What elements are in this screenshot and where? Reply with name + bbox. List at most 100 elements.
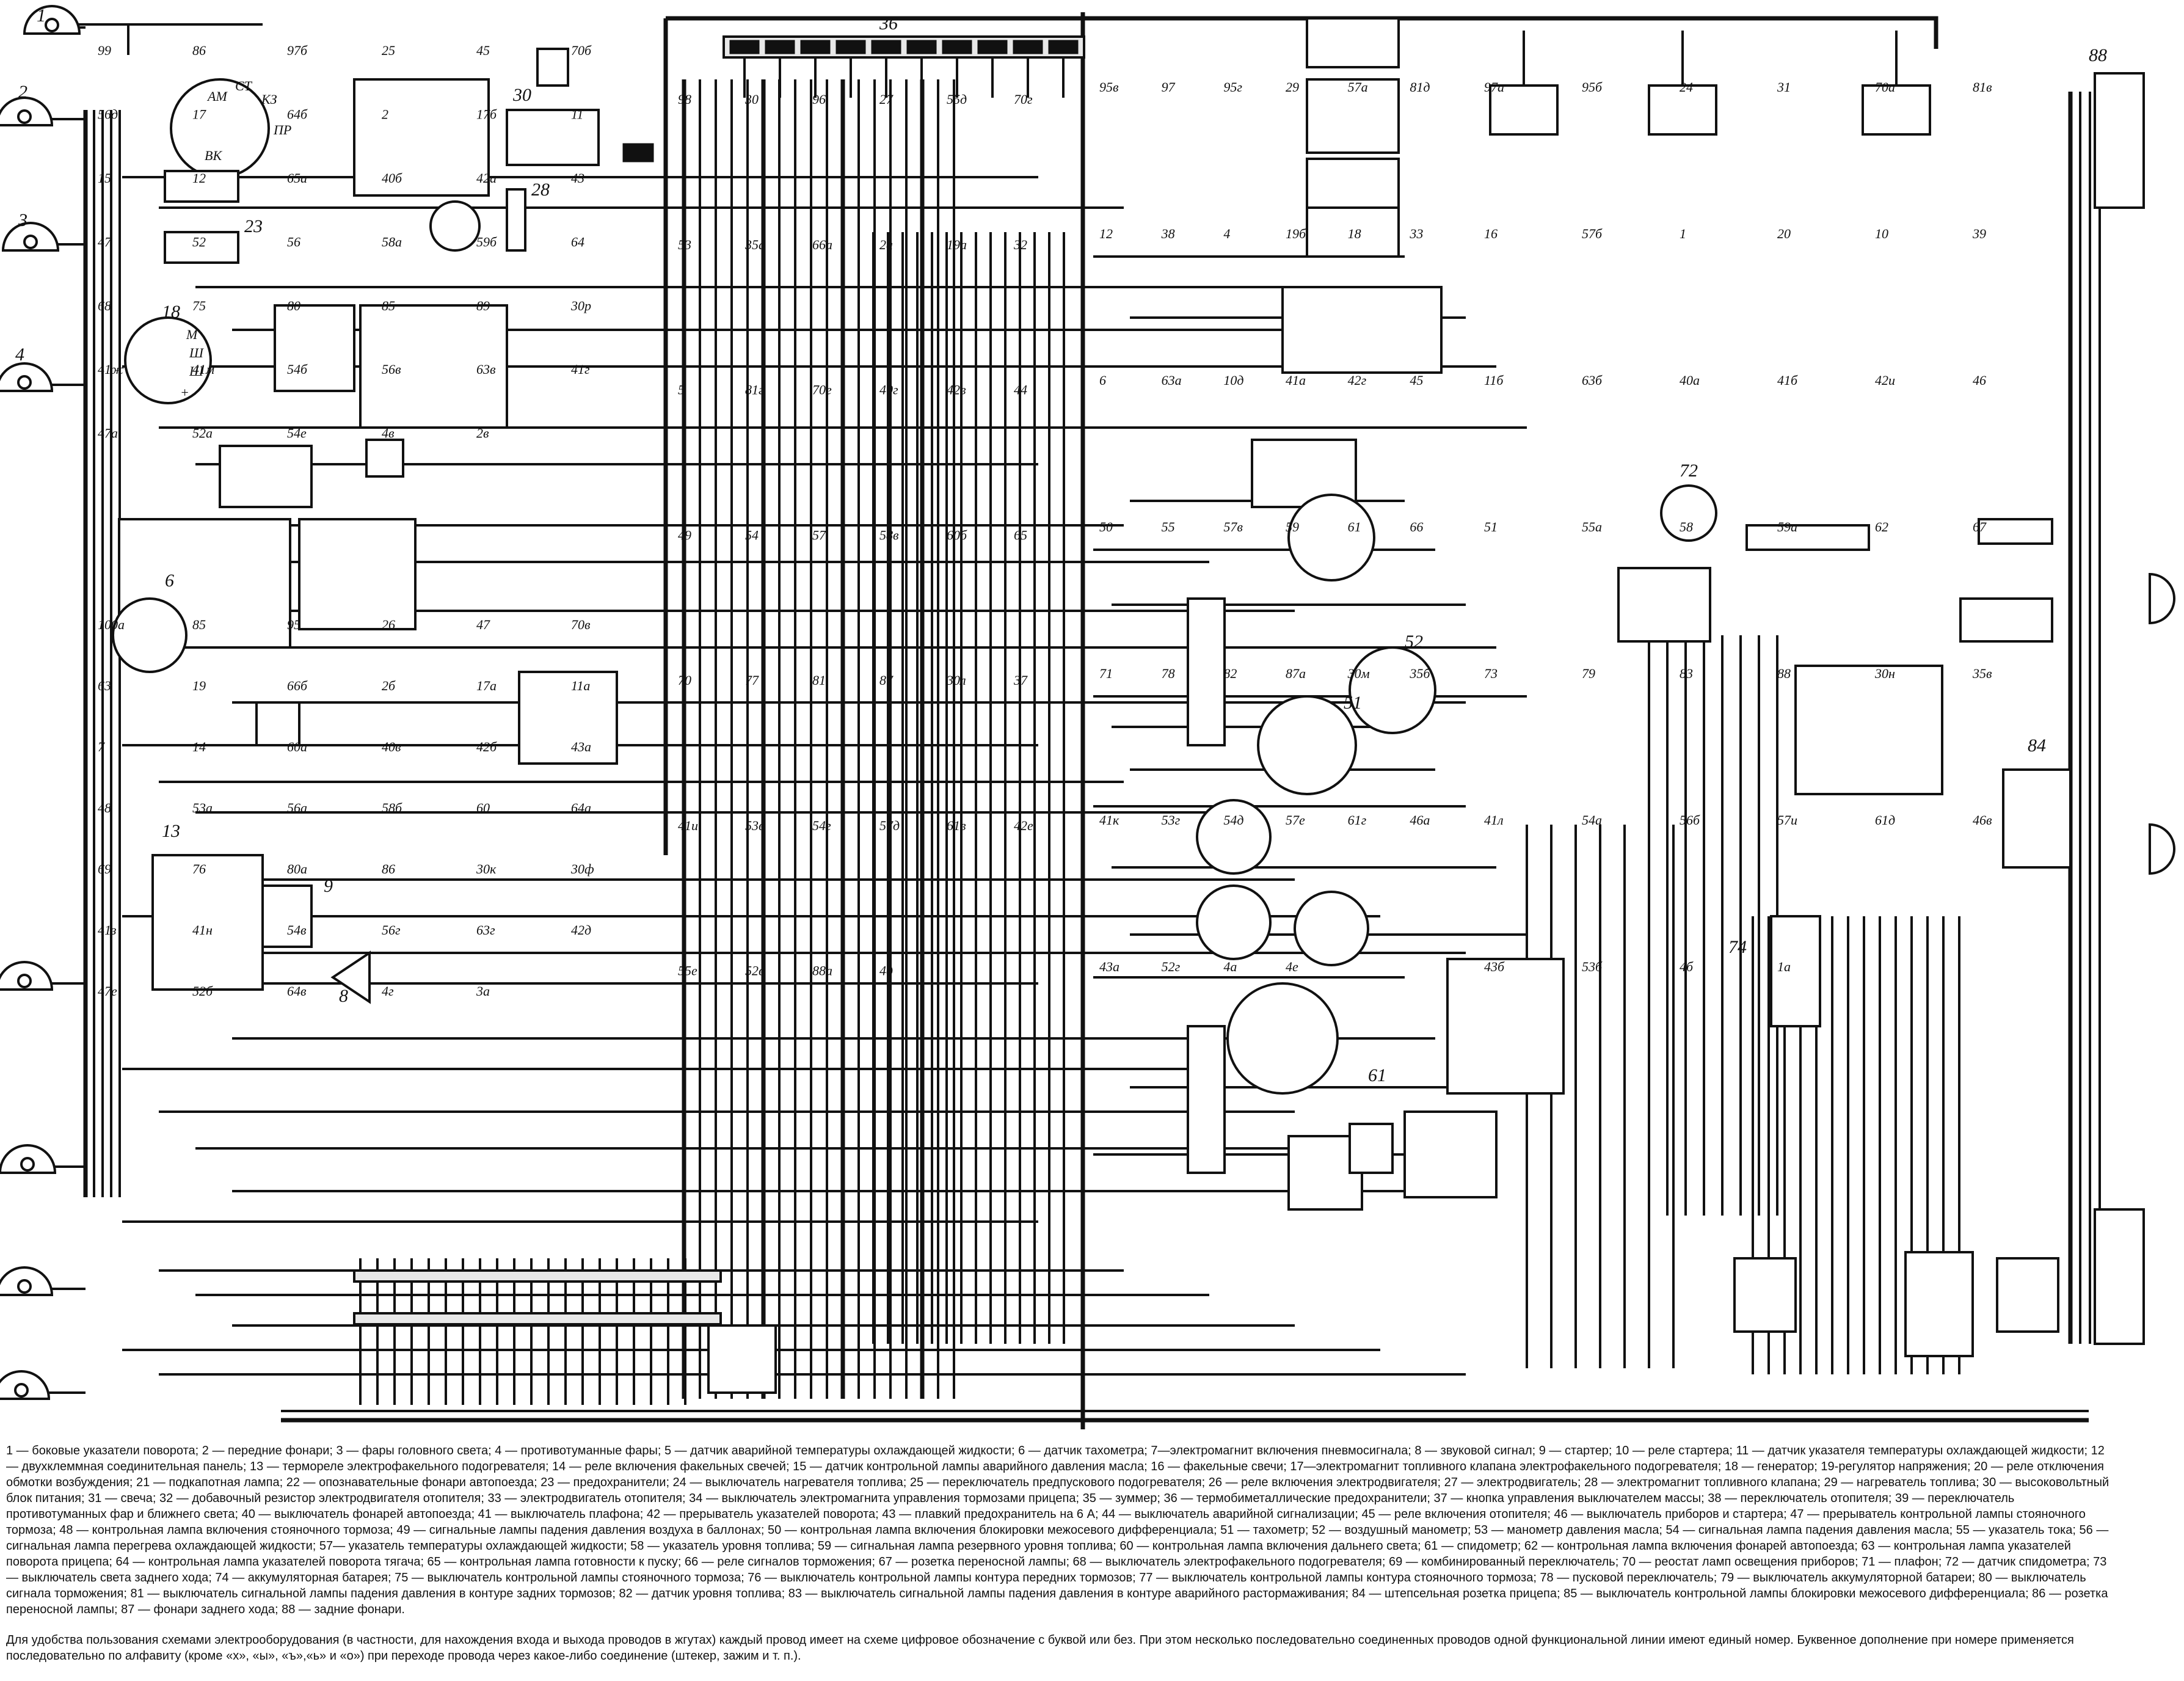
wire-label: 2б: [382, 678, 396, 693]
terminal-label: ПР: [273, 122, 291, 137]
legend-line: тормоза; 48 — контрольная лампа включени…: [6, 1523, 2109, 1537]
wire-label: 47: [476, 617, 490, 632]
wire-label: 19б: [1286, 226, 1306, 241]
wire-label: 53г: [1162, 812, 1181, 828]
wire-label: 4д: [879, 963, 893, 979]
wire-label: 98: [678, 92, 691, 107]
wire-label: 30к: [476, 861, 497, 877]
wire-label: 47а: [98, 426, 118, 441]
wire-label: 61: [1348, 519, 1361, 534]
wire-label: 47е: [98, 983, 117, 999]
wire-label: 63а: [1162, 373, 1182, 388]
note: Для удобства пользования схемами электро…: [6, 1632, 2178, 1664]
wire-label: 97а: [1484, 79, 1504, 95]
wire-label: 81: [812, 673, 826, 688]
terminal-label: СТ: [235, 78, 253, 93]
wire-label: 86: [382, 861, 395, 877]
terminal-label: Ш: [189, 345, 204, 360]
rear-lamp: [2094, 72, 2145, 209]
component-number: 6: [165, 571, 174, 591]
lamp-bulb: [45, 18, 59, 32]
wire-label: 62: [1875, 519, 1888, 534]
wire-label: 4а: [1223, 959, 1237, 974]
wire-label: 43а: [1099, 959, 1119, 974]
component-number: 8: [339, 986, 348, 1006]
wire-label: 96: [812, 92, 826, 107]
wire-label: 49: [678, 527, 691, 542]
fuse-block: [164, 231, 239, 264]
combined-switch: [1446, 958, 1565, 1095]
wire-label: 95г: [1223, 79, 1242, 95]
lamp-bulb: [14, 1383, 29, 1398]
wire-label: 71: [1099, 666, 1113, 681]
fuse: [800, 40, 831, 54]
wire-label: 52в: [745, 963, 765, 979]
wire-label: 44: [1014, 382, 1027, 398]
wire-label: 51: [1484, 519, 1498, 534]
wire-label: 42д: [571, 922, 591, 938]
lamp-bulb: [23, 235, 38, 249]
wire-label: 58: [1680, 519, 1693, 534]
wire-label: 18: [1348, 226, 1361, 241]
legend-line: блок питания; 31 — свеча; 32 — добавочны…: [6, 1492, 2015, 1505]
wire-label: 57и: [1777, 812, 1797, 828]
wire-label: 66а: [812, 237, 832, 252]
wire-label: 56г: [382, 922, 401, 938]
wire-label: 43б: [1484, 959, 1505, 974]
wire-label: 2а: [879, 237, 893, 252]
terminal-label: АМ: [206, 89, 228, 104]
wire-label: 83: [1680, 666, 1693, 681]
wire-label: 85: [192, 617, 206, 632]
component-number: 13: [162, 821, 180, 841]
wire-label: 89: [476, 298, 490, 313]
wire-label: 81г: [745, 382, 764, 398]
fuse: [977, 40, 1008, 54]
component-number: 74: [1728, 937, 1747, 957]
gauge: [1226, 982, 1339, 1095]
note-line: последовательно по алфавиту (кроме «х», …: [6, 1649, 801, 1663]
wire-label: 41л: [1484, 812, 1504, 828]
legend-line: противотуманных фар и ближнего света; 40…: [6, 1508, 2086, 1521]
note-line: Для удобства пользования схемами электро…: [6, 1633, 2074, 1647]
wire-label: 58в: [879, 527, 899, 542]
wire-label: 56а: [287, 800, 307, 815]
wire-label: 10: [1875, 226, 1888, 241]
wire-label: 1а: [1777, 959, 1791, 974]
wire-label: 70в: [571, 617, 591, 632]
wire-label: 97б: [287, 43, 308, 58]
wire-label: 53в: [745, 818, 765, 833]
wire-label: 60а: [287, 739, 307, 754]
terminal-label: +: [180, 385, 189, 400]
wire-label: 95б: [1582, 79, 1603, 95]
wire-label: 56д: [98, 106, 118, 122]
wire-label: 17б: [476, 106, 497, 122]
component-number: 18: [162, 302, 180, 322]
component-number: 3: [18, 210, 27, 230]
gauge: [1257, 695, 1357, 795]
component-box: [1959, 597, 2053, 643]
wire-label: 11: [571, 106, 583, 122]
wire-label: 95: [287, 617, 300, 632]
fuse: [942, 40, 972, 54]
wire-label: 61в: [947, 818, 966, 833]
wire-label: 57а: [1348, 79, 1368, 95]
wire-label: 70г: [1014, 92, 1033, 107]
gauge: [1349, 646, 1436, 734]
wire-label: 30м: [1347, 666, 1370, 681]
terminal-label: М: [186, 327, 198, 342]
wire-label: 17: [192, 106, 206, 122]
legend-line: сигнальная лампа перегрева охлаждающей ж…: [6, 1539, 2071, 1553]
terminal-label: ВК: [205, 148, 222, 163]
component-number: 36: [879, 13, 898, 34]
wire-label: 81в: [1973, 79, 1992, 95]
wire-label: 2в: [476, 426, 489, 441]
component-box: [1349, 1123, 1394, 1174]
wire-label: 10д: [1223, 373, 1243, 388]
wire-label: 57е: [1286, 812, 1305, 828]
wire-label: 39: [1972, 226, 1986, 241]
component-box: [365, 439, 404, 478]
wire-label: 38: [1161, 226, 1175, 241]
gauge: [1294, 891, 1369, 966]
spark-plug: [622, 143, 654, 162]
fuse: [765, 40, 795, 54]
